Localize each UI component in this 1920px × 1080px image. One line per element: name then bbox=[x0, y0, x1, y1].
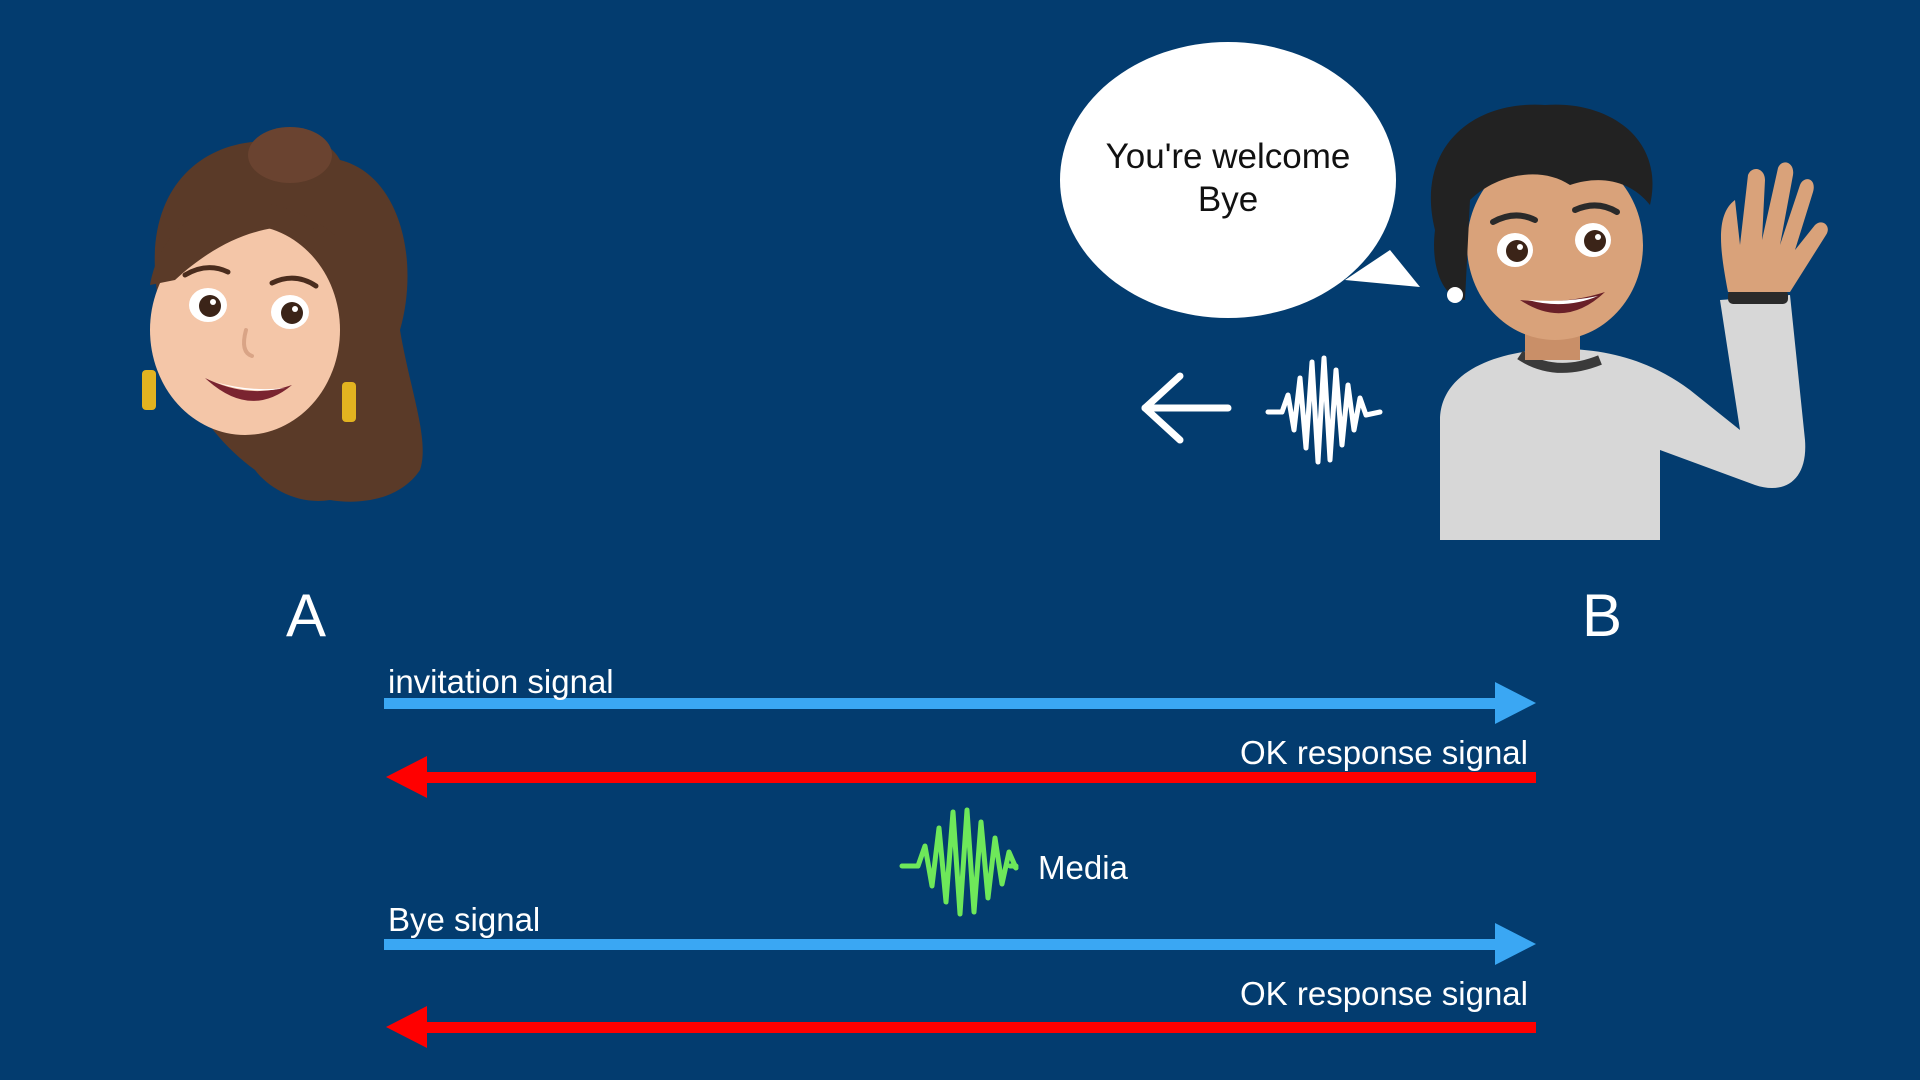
speech-bubble bbox=[1060, 42, 1420, 318]
ok-response-signal-label-2: OK response signal bbox=[1240, 975, 1528, 1012]
ok-response-signal-label-1: OK response signal bbox=[1240, 734, 1528, 771]
ok-response-signal-arrow-1 bbox=[386, 756, 1536, 798]
media-wave-icon bbox=[899, 807, 1019, 917]
party-label-a: A bbox=[286, 582, 327, 649]
arrow-left-icon bbox=[1141, 372, 1232, 444]
ok-response-signal-arrow-2 bbox=[386, 1006, 1536, 1048]
bye-signal-label: Bye signal bbox=[388, 901, 541, 938]
speech-bubble-line-2: Bye bbox=[1197, 180, 1259, 219]
media-label: Media bbox=[1038, 849, 1128, 886]
party-label-b: B bbox=[1582, 582, 1623, 649]
speech-bubble-line-1: You're welcome bbox=[1105, 137, 1351, 176]
sound-wave-icon bbox=[1265, 355, 1383, 465]
invitation-signal-label: invitation signal bbox=[388, 663, 614, 700]
speech-bubble-text: You're welcome Bye bbox=[1068, 135, 1388, 221]
woman-memoji-avatar bbox=[142, 127, 423, 502]
boy-waving-memoji-avatar bbox=[1430, 104, 1828, 540]
bye-signal-arrow bbox=[384, 923, 1536, 965]
invitation-signal-arrow bbox=[384, 682, 1536, 724]
